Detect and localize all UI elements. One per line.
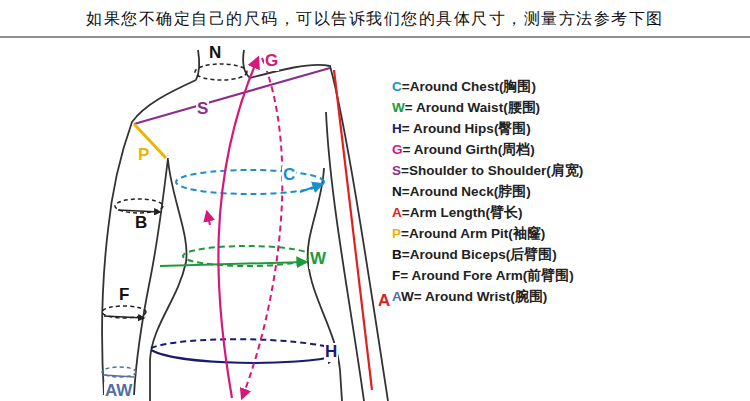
measure-key: S=Shoulder to Shoulder(肩宽) xyxy=(392,164,583,179)
measure-key: G= Around Girth(周档) xyxy=(392,143,535,158)
measure-key: C=Around Chest(胸围) xyxy=(392,80,536,95)
measure-letter: H xyxy=(324,343,338,362)
measure-letter: AW xyxy=(104,382,133,401)
measure-key: W= Around Waist(腰围) xyxy=(392,101,540,116)
measure-key: F= Around Fore Arm(前臂围) xyxy=(392,269,574,284)
measure-key: B=Around Biceps(后臂围) xyxy=(392,248,557,263)
measure-letter: B xyxy=(134,214,148,233)
measure-key: N=Around Neck(脖围) xyxy=(392,185,531,200)
measure-letter: A xyxy=(377,292,391,311)
measure-letter: G xyxy=(264,52,279,71)
measure-letter: C xyxy=(282,166,296,185)
measure-letter: W xyxy=(309,250,327,269)
measure-key: AW= Around Wrist(腕围) xyxy=(392,290,547,305)
page-title: 如果您不确定自己的尺码，可以告诉我们您的具体尺寸，测量方法参考下图 xyxy=(86,10,664,28)
measure-key: H= Around Hips(臀围) xyxy=(392,122,531,137)
measure-letter: P xyxy=(137,146,150,165)
measure-letter: S xyxy=(196,100,209,119)
measure-key: A=Arm Length(臂长) xyxy=(392,206,522,221)
measure-letter: F xyxy=(118,286,130,305)
measure-letter: N xyxy=(208,44,222,63)
measure-key: P=Around Arm Pit(袖窿) xyxy=(392,227,545,242)
